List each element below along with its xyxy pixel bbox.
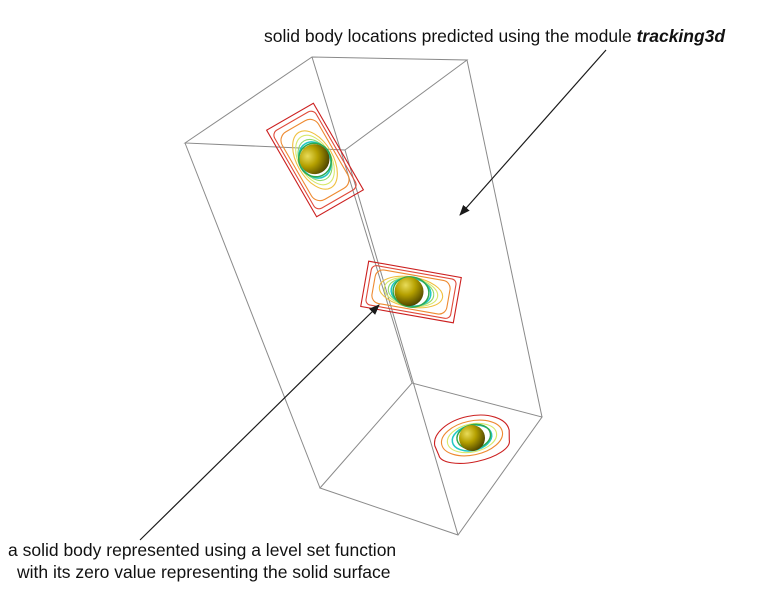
domain-box	[183, 56, 543, 536]
box-edge	[184, 142, 321, 489]
module-name: tracking3d	[637, 26, 726, 46]
top-annotation: solid body locations predicted using the…	[264, 26, 725, 46]
arrow-bottom	[139, 304, 380, 541]
solid-sphere	[394, 277, 424, 307]
arrow-top	[459, 49, 607, 216]
body-bottom	[434, 414, 510, 464]
body-top	[265, 102, 365, 218]
box-edge	[344, 149, 459, 536]
box-bottom-face	[319, 382, 543, 536]
bottom-annotation-line2: with its zero value representing the sol…	[16, 562, 391, 582]
box-edge	[466, 59, 543, 418]
bottom-annotation-line1: a solid body represented using a level s…	[8, 540, 396, 560]
box-edge	[311, 56, 413, 384]
solid-sphere	[459, 425, 485, 451]
solid-sphere	[299, 144, 330, 175]
body-middle	[360, 260, 462, 324]
